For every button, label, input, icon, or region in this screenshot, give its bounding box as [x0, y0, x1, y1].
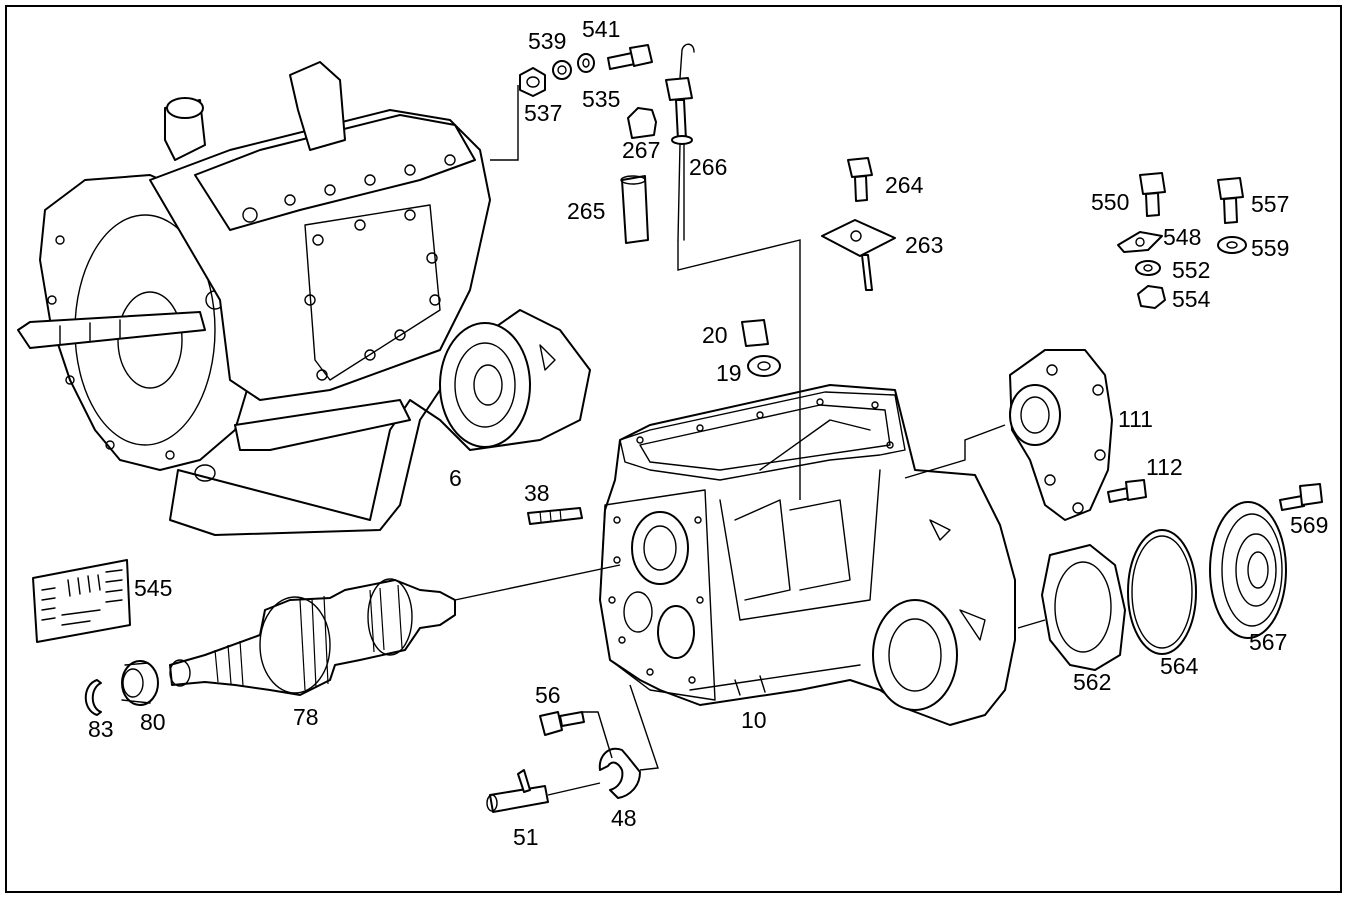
part-564-gasket-ring [1127, 529, 1197, 655]
part-6-transmission-assembly [17, 61, 591, 536]
part-267-plug [627, 107, 657, 139]
part-80-bearing [121, 660, 159, 706]
part-550-bolt [1139, 172, 1166, 217]
part-569-bolt [1279, 483, 1323, 511]
label-51: 51 [513, 824, 539, 850]
label-564: 564 [1160, 653, 1199, 679]
callout-labels: 6 10 19 20 38 48 51 56 78 80 83 111 112 … [88, 16, 1328, 850]
label-557: 557 [1251, 191, 1289, 217]
label-83: 83 [88, 716, 114, 742]
label-266: 266 [689, 154, 727, 180]
part-48-lock-plate [598, 747, 641, 799]
label-567: 567 [1249, 629, 1287, 655]
label-20: 20 [702, 322, 728, 348]
part-548-plate [1117, 231, 1163, 253]
label-19: 19 [716, 360, 742, 386]
part-541-bolt [607, 44, 653, 70]
part-539-lock-washer [552, 60, 572, 80]
part-10-transmission-housing [599, 384, 1016, 726]
part-265-sleeve [620, 175, 649, 244]
label-548: 548 [1163, 224, 1201, 250]
part-266-dipstick [665, 43, 695, 241]
part-559-washer [1217, 236, 1247, 254]
label-78: 78 [293, 704, 319, 730]
label-10: 10 [741, 707, 767, 733]
part-19-seal-ring [747, 355, 781, 377]
part-38-stud [527, 507, 583, 525]
part-112-bolt [1107, 479, 1147, 503]
part-51-pin [486, 769, 549, 813]
part-78-main-shaft [169, 578, 456, 696]
part-56-bolt [539, 711, 585, 736]
label-265: 265 [567, 198, 605, 224]
label-263: 263 [905, 232, 943, 258]
part-552-washer [1135, 260, 1161, 276]
label-545: 545 [134, 575, 172, 601]
label-48: 48 [611, 805, 637, 831]
label-38: 38 [524, 480, 550, 506]
label-111: 111 [1118, 406, 1153, 432]
label-559: 559 [1251, 235, 1289, 261]
label-56: 56 [535, 682, 561, 708]
part-263-bracket [821, 219, 896, 291]
label-80: 80 [140, 709, 166, 735]
part-562-gasket [1041, 544, 1126, 671]
label-112: 112 [1146, 454, 1183, 480]
part-537-nut [519, 67, 546, 97]
assembly-lines [454, 85, 1046, 796]
part-557-bolt [1217, 177, 1244, 224]
label-541: 541 [582, 16, 620, 42]
diagram-frame [5, 5, 1342, 893]
label-562: 562 [1073, 669, 1111, 695]
label-554: 554 [1172, 286, 1211, 312]
label-550: 550 [1091, 189, 1129, 215]
part-535-washer [577, 53, 595, 73]
part-554-nut [1137, 285, 1166, 309]
part-264-bolt [847, 157, 873, 202]
label-537: 537 [524, 100, 562, 126]
part-83-circlip [84, 679, 102, 716]
label-539: 539 [528, 28, 566, 54]
part-111-bearing-cover [1009, 349, 1113, 521]
label-264: 264 [885, 172, 924, 198]
part-545-data-plate [32, 559, 131, 643]
part-20-plug [741, 319, 769, 347]
part-567-rear-cover [1209, 501, 1287, 639]
label-6: 6 [449, 465, 462, 491]
label-552: 552 [1172, 257, 1210, 283]
label-535: 535 [582, 86, 620, 112]
label-267: 267 [622, 137, 660, 163]
label-569: 569 [1290, 512, 1328, 538]
